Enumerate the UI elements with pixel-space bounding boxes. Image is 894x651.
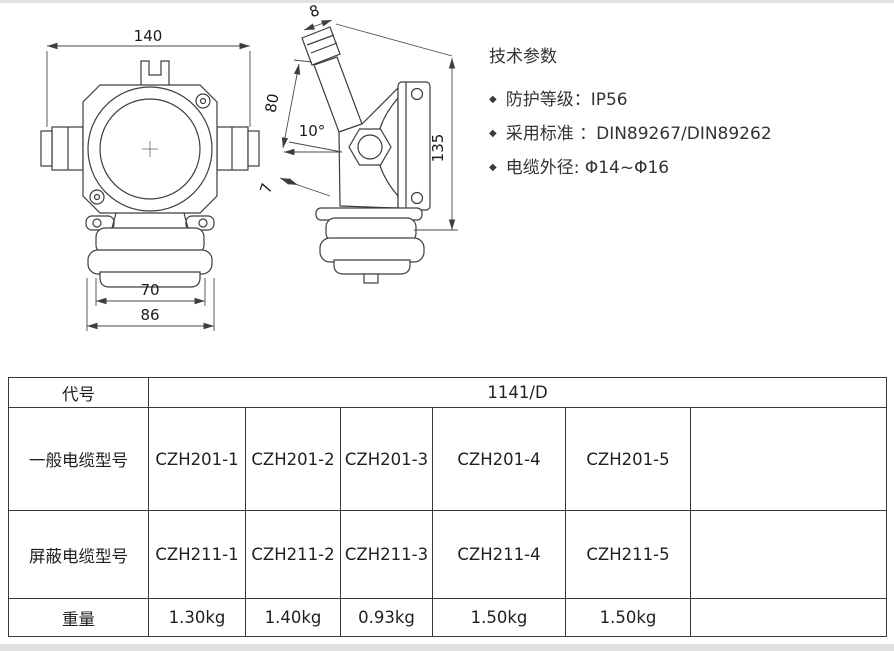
- dim-label-wall: 7: [256, 181, 276, 196]
- dim-label-width: 140: [134, 27, 163, 45]
- specs-title: 技术参数: [489, 47, 557, 67]
- tech-specs-panel: 技术参数 ◆ 防护等级：IP56 ◆ 采用标准 ：DIN89267/DIN892…: [489, 42, 772, 191]
- diamond-bullet-icon: ◆: [489, 94, 497, 105]
- code-value-cell: 1141/D: [147, 377, 888, 408]
- spec-item-standard: ◆ 采用标准 ：DIN89267/DIN89262: [489, 123, 772, 145]
- spec-text-protection: 防护等级：IP56: [505, 90, 628, 110]
- table-cell: CZH201-5: [565, 407, 691, 511]
- spec-text-cable-diameter: 电缆外径: Φ14~Φ16: [505, 158, 670, 178]
- spec-text-standard: 采用标准 ：DIN89267/DIN89262: [505, 124, 772, 144]
- row-label-general-cable: 一般电缆型号: [8, 407, 149, 511]
- model-table: 代号 1141/D 一般电缆型号 CZH201-1 CZH201-2 CZH20…: [8, 377, 888, 637]
- table-cell: 0.93kg: [340, 598, 433, 637]
- table-cell: CZH211-5: [565, 510, 691, 599]
- table-cell-empty: [689, 598, 888, 637]
- table-row-weight: 重量 1.30kg 1.40kg 0.93kg 1.50kg 1.50kg: [8, 598, 888, 637]
- dimension-labels: 140 70 86 8 80 10° 7 135: [134, 1, 447, 324]
- dim-label-angle: 10°: [299, 122, 326, 140]
- table-cell: CZH211-4: [432, 510, 566, 599]
- dim-label-inner-width: 70: [140, 281, 159, 299]
- table-cell: CZH201-3: [340, 407, 433, 511]
- dim-label-height: 135: [429, 134, 447, 163]
- dim-label-upper-length: 80: [262, 92, 283, 114]
- top-page-edge: [0, 0, 894, 3]
- table-cell: 1.30kg: [148, 598, 246, 637]
- table-row-shielded-cable: 屏蔽电缆型号 CZH211-1 CZH211-2 CZH211-3 CZH211…: [8, 510, 888, 599]
- table-cell: CZH211-2: [245, 510, 341, 599]
- row-label-weight: 重量: [8, 598, 149, 637]
- row-label-code: 代号: [8, 377, 149, 408]
- diamond-bullet-icon: ◆: [489, 128, 497, 139]
- table-cell: 1.50kg: [565, 598, 691, 637]
- table-cell: CZH201-2: [245, 407, 341, 511]
- table-cell: 1.50kg: [432, 598, 566, 637]
- table-cell-empty: [689, 407, 888, 511]
- spec-item-protection: ◆ 防护等级：IP56: [489, 89, 772, 111]
- dim-label-base-width: 86: [140, 306, 159, 324]
- technical-drawing: 140 70 86 8 80 10° 7 135: [0, 0, 470, 355]
- bottom-page-edge: [0, 644, 894, 651]
- table-cell: CZH201-1: [148, 407, 246, 511]
- side-view: [301, 26, 431, 284]
- table-cell: CZH211-1: [148, 510, 246, 599]
- table-row-code: 代号 1141/D: [8, 377, 888, 408]
- front-view: [40, 60, 260, 288]
- table-cell: 1.40kg: [245, 598, 341, 637]
- dimension-lines: [46, 19, 458, 331]
- dim-label-gland-top: 8: [307, 1, 322, 21]
- row-label-shielded-cable: 屏蔽电缆型号: [8, 510, 149, 599]
- technical-drawing-svg: 140 70 86 8 80 10° 7 135: [40, 1, 458, 331]
- table-row-general-cable: 一般电缆型号 CZH201-1 CZH201-2 CZH201-3 CZH201…: [8, 407, 888, 511]
- spec-item-cable-diameter: ◆ 电缆外径: Φ14~Φ16: [489, 157, 772, 179]
- diamond-bullet-icon: ◆: [489, 162, 497, 173]
- table-cell-empty: [689, 510, 888, 599]
- table-cell: CZH201-4: [432, 407, 566, 511]
- table-cell: CZH211-3: [340, 510, 433, 599]
